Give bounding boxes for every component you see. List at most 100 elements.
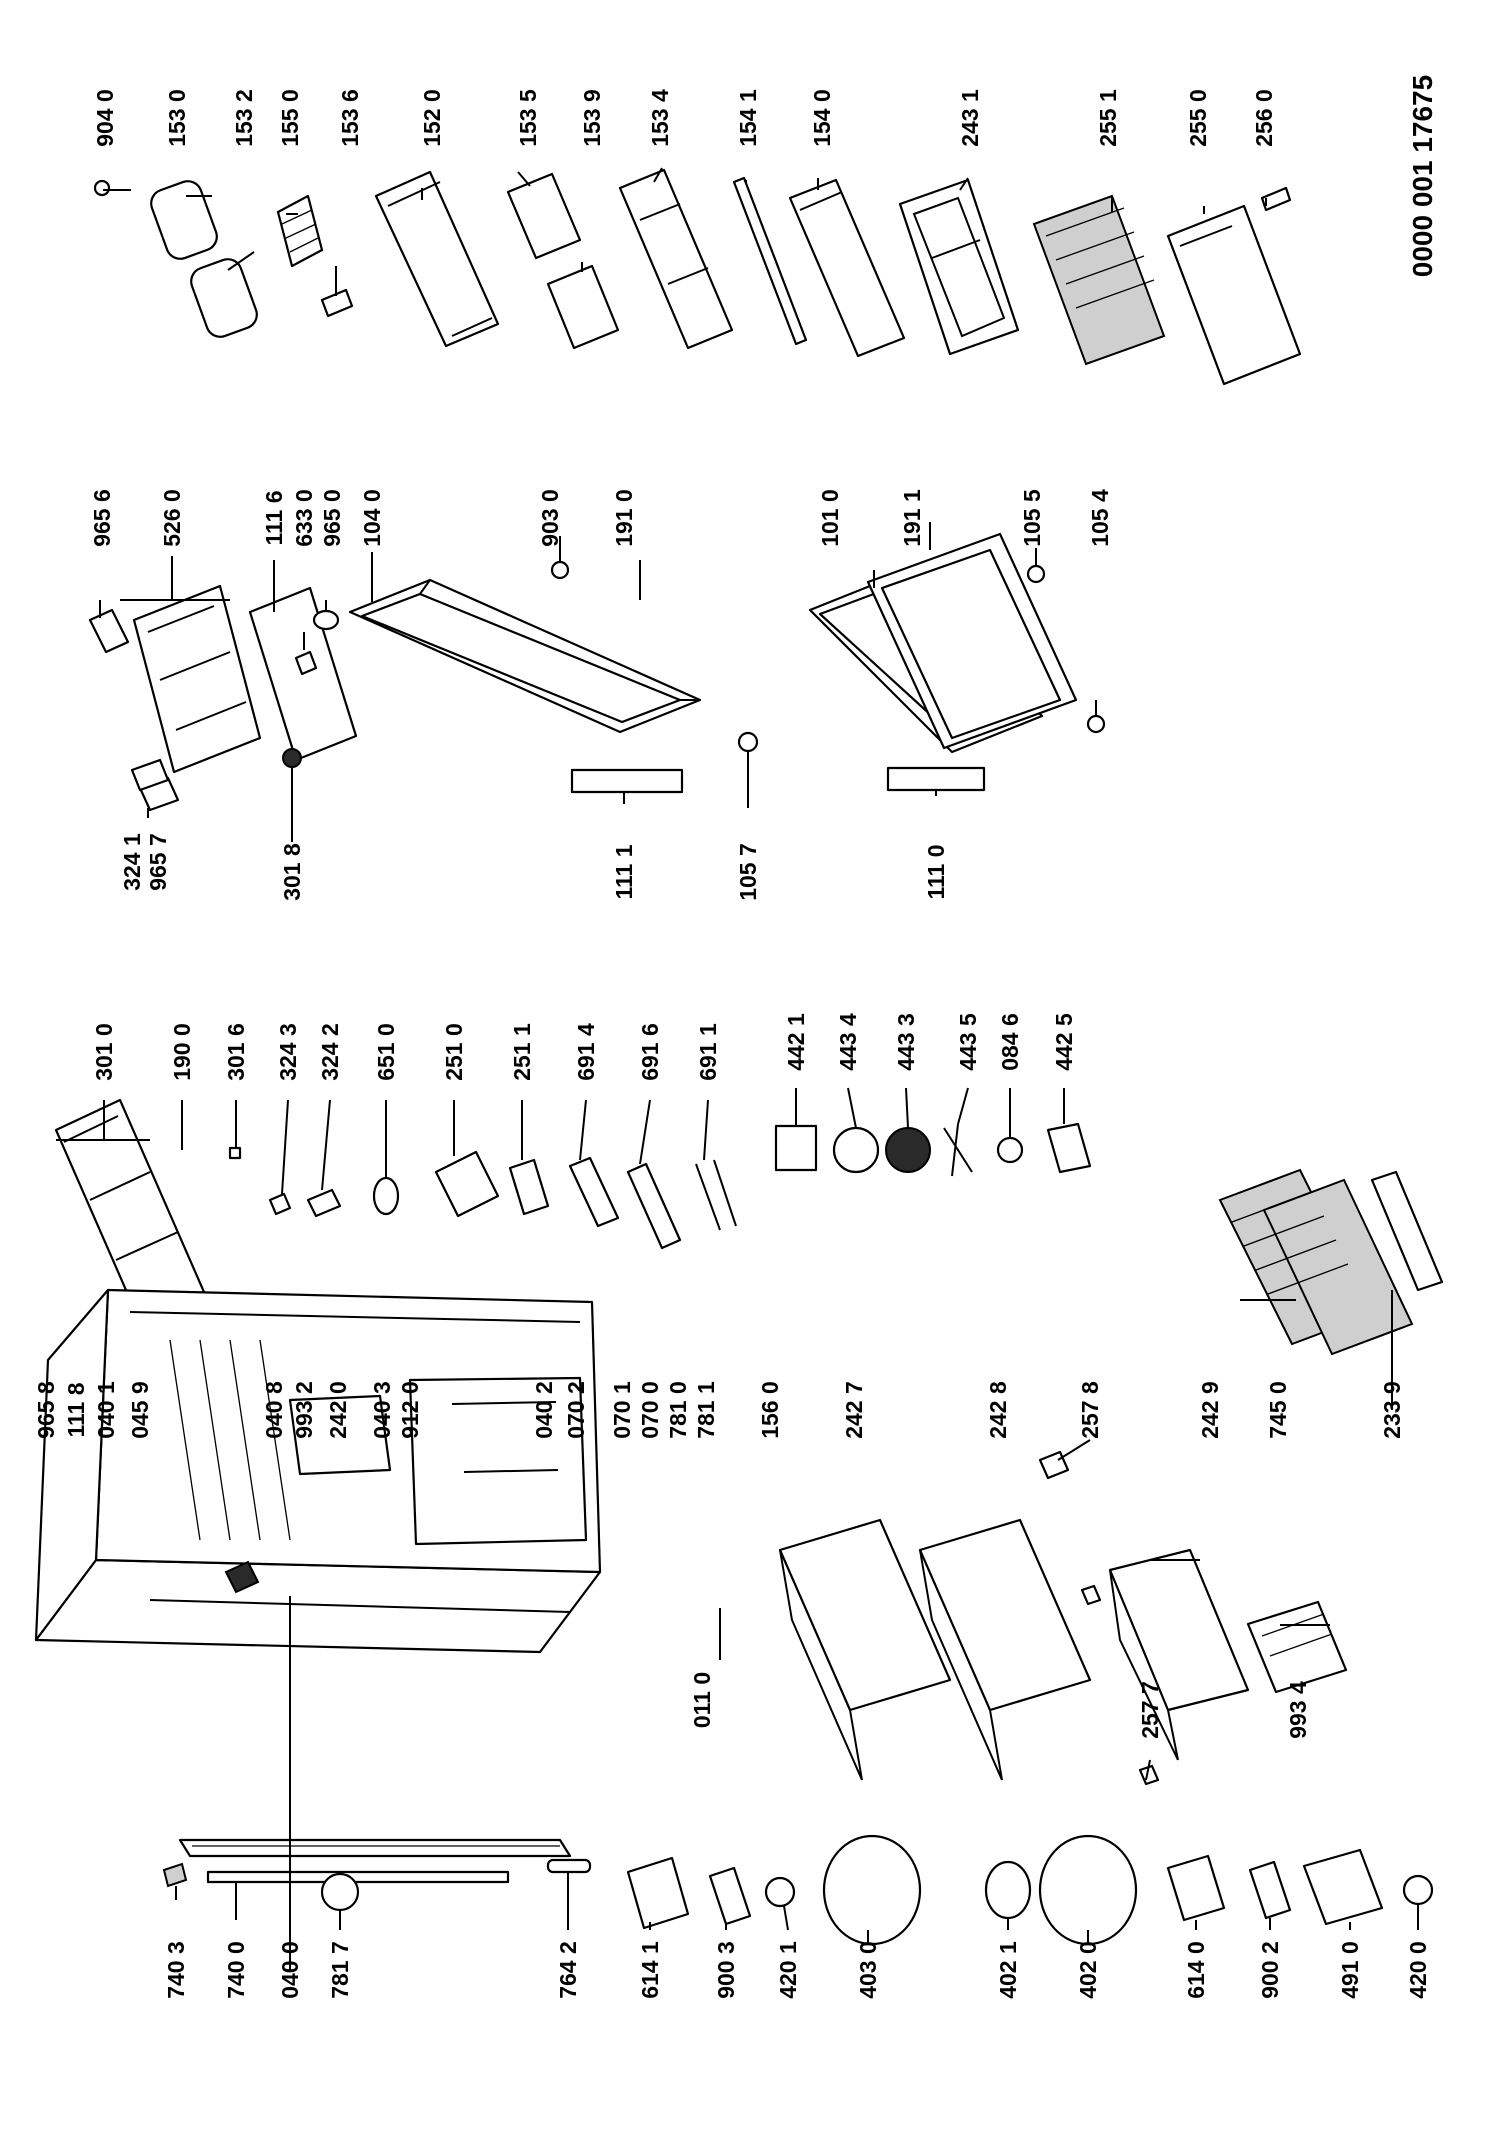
part-label: 764 2 bbox=[555, 1941, 581, 1999]
part-label: 040 0 bbox=[277, 1941, 303, 1999]
part-label: 255 1 bbox=[1095, 89, 1121, 147]
part-label: 781 7 bbox=[327, 1941, 353, 1999]
part-label: 403 0 bbox=[855, 1941, 881, 1999]
part-label: 691 4 bbox=[573, 1023, 599, 1081]
part-label: 011 0 bbox=[689, 1672, 715, 1728]
part-label: 633 0 bbox=[291, 489, 317, 547]
part-label: 257 8 bbox=[1077, 1381, 1103, 1439]
door-accessories-group bbox=[93, 168, 1302, 386]
part-label: 993 2 bbox=[291, 1381, 317, 1439]
wire-shelf-group bbox=[1218, 1168, 1444, 1356]
part-label: 740 3 bbox=[163, 1941, 189, 1999]
part-label: 152 0 bbox=[419, 89, 445, 147]
document-number: 0000 001 17675 bbox=[1407, 75, 1438, 277]
part-label: 651 0 bbox=[373, 1023, 399, 1081]
part-label: 111 1 bbox=[611, 844, 637, 899]
part-label: 153 4 bbox=[647, 89, 673, 147]
part-label: 255 0 bbox=[1185, 89, 1211, 147]
part-label: 402 1 bbox=[995, 1941, 1021, 1999]
part-label: 111 0 bbox=[923, 844, 949, 899]
part-label: 156 0 bbox=[757, 1381, 783, 1439]
part-label: 242 7 bbox=[841, 1381, 867, 1439]
part-label: 257 7 bbox=[1137, 1681, 1163, 1739]
part-label: 904 0 bbox=[92, 89, 118, 147]
part-label: 526 0 bbox=[159, 489, 185, 547]
part-label: 301 8 bbox=[279, 843, 305, 901]
part-label: 191 1 bbox=[899, 489, 925, 547]
part-label: 040 8 bbox=[261, 1381, 287, 1439]
part-label: 040 2 bbox=[531, 1381, 557, 1439]
part-label: 900 2 bbox=[1257, 1941, 1283, 1999]
part-label: 233 9 bbox=[1379, 1381, 1405, 1439]
part-label: 153 0 bbox=[164, 89, 190, 147]
part-label: 153 5 bbox=[515, 89, 541, 147]
crisper-drawer-group bbox=[778, 1450, 1348, 1786]
part-label: 965 8 bbox=[33, 1381, 59, 1439]
part-label: 111 8 bbox=[63, 1382, 89, 1437]
part-label: 242 0 bbox=[325, 1381, 351, 1439]
part-label: 191 0 bbox=[611, 489, 637, 547]
part-label: 153 2 bbox=[231, 89, 257, 147]
part-label: 256 0 bbox=[1251, 89, 1277, 147]
part-label: 965 7 bbox=[145, 833, 171, 891]
part-label: 104 0 bbox=[359, 489, 385, 547]
part-label: 154 1 bbox=[735, 89, 761, 147]
part-label: 040 1 bbox=[93, 1381, 119, 1439]
part-label: 243 1 bbox=[957, 89, 983, 147]
part-label: 965 0 bbox=[319, 489, 345, 547]
part-label: 105 5 bbox=[1019, 489, 1045, 547]
part-label: 420 1 bbox=[775, 1941, 801, 1999]
part-label: 070 0 bbox=[637, 1381, 663, 1439]
part-label: 105 7 bbox=[735, 843, 761, 901]
part-label: 443 4 bbox=[835, 1013, 861, 1071]
part-label: 443 5 bbox=[955, 1013, 981, 1071]
part-label: 084 6 bbox=[997, 1013, 1023, 1071]
part-label: 242 9 bbox=[1197, 1381, 1223, 1439]
part-label: 443 3 bbox=[893, 1013, 919, 1071]
part-label: 153 9 bbox=[579, 89, 605, 147]
part-label: 491 0 bbox=[1337, 1941, 1363, 1999]
part-label: 154 0 bbox=[809, 89, 835, 147]
part-label: 691 6 bbox=[637, 1023, 663, 1081]
small-components-group bbox=[54, 1098, 1092, 1324]
part-label: 242 8 bbox=[985, 1381, 1011, 1439]
part-label: 903 0 bbox=[537, 489, 563, 547]
part-label: 781 0 bbox=[665, 1381, 691, 1439]
part-label: 965 6 bbox=[89, 489, 115, 547]
part-label: 420 0 bbox=[1405, 1941, 1431, 1999]
part-label: 740 0 bbox=[223, 1941, 249, 1999]
part-label: 691 1 bbox=[695, 1023, 721, 1081]
part-label: 070 1 bbox=[609, 1381, 635, 1439]
part-label: 105 4 bbox=[1087, 489, 1113, 547]
part-drawings bbox=[34, 168, 1444, 1946]
part-label: 745 0 bbox=[1265, 1381, 1291, 1439]
part-label: 111 6 bbox=[261, 490, 287, 545]
part-label: 614 1 bbox=[637, 1941, 663, 1999]
door-and-panel-group bbox=[88, 532, 1106, 812]
part-label: 040 3 bbox=[369, 1381, 395, 1439]
part-label: 070 2 bbox=[563, 1381, 589, 1439]
compressor-group bbox=[162, 1834, 1434, 1946]
part-label: 442 1 bbox=[783, 1013, 809, 1071]
part-label: 324 1 bbox=[119, 833, 145, 891]
leader-lines bbox=[56, 167, 1419, 1970]
part-labels: 904 0 153 0 153 2 155 0 153 6 152 0 153 … bbox=[33, 89, 1431, 1999]
part-label: 045 9 bbox=[127, 1381, 153, 1439]
part-label: 251 1 bbox=[509, 1023, 535, 1081]
part-label: 781 1 bbox=[693, 1381, 719, 1439]
part-label: 190 0 bbox=[169, 1023, 195, 1081]
part-label: 912 0 bbox=[397, 1381, 423, 1439]
part-label: 442 5 bbox=[1051, 1013, 1077, 1071]
part-label: 614 0 bbox=[1183, 1941, 1209, 1999]
part-label: 301 6 bbox=[223, 1023, 249, 1081]
part-label: 993 4 bbox=[1285, 1681, 1311, 1739]
part-label: 324 3 bbox=[275, 1023, 301, 1081]
part-label: 900 3 bbox=[713, 1941, 739, 1999]
part-label: 301 0 bbox=[91, 1023, 117, 1081]
part-label: 402 0 bbox=[1075, 1941, 1101, 1999]
part-label: 324 2 bbox=[317, 1023, 343, 1081]
part-label: 251 0 bbox=[441, 1023, 467, 1081]
part-label: 155 0 bbox=[277, 89, 303, 147]
